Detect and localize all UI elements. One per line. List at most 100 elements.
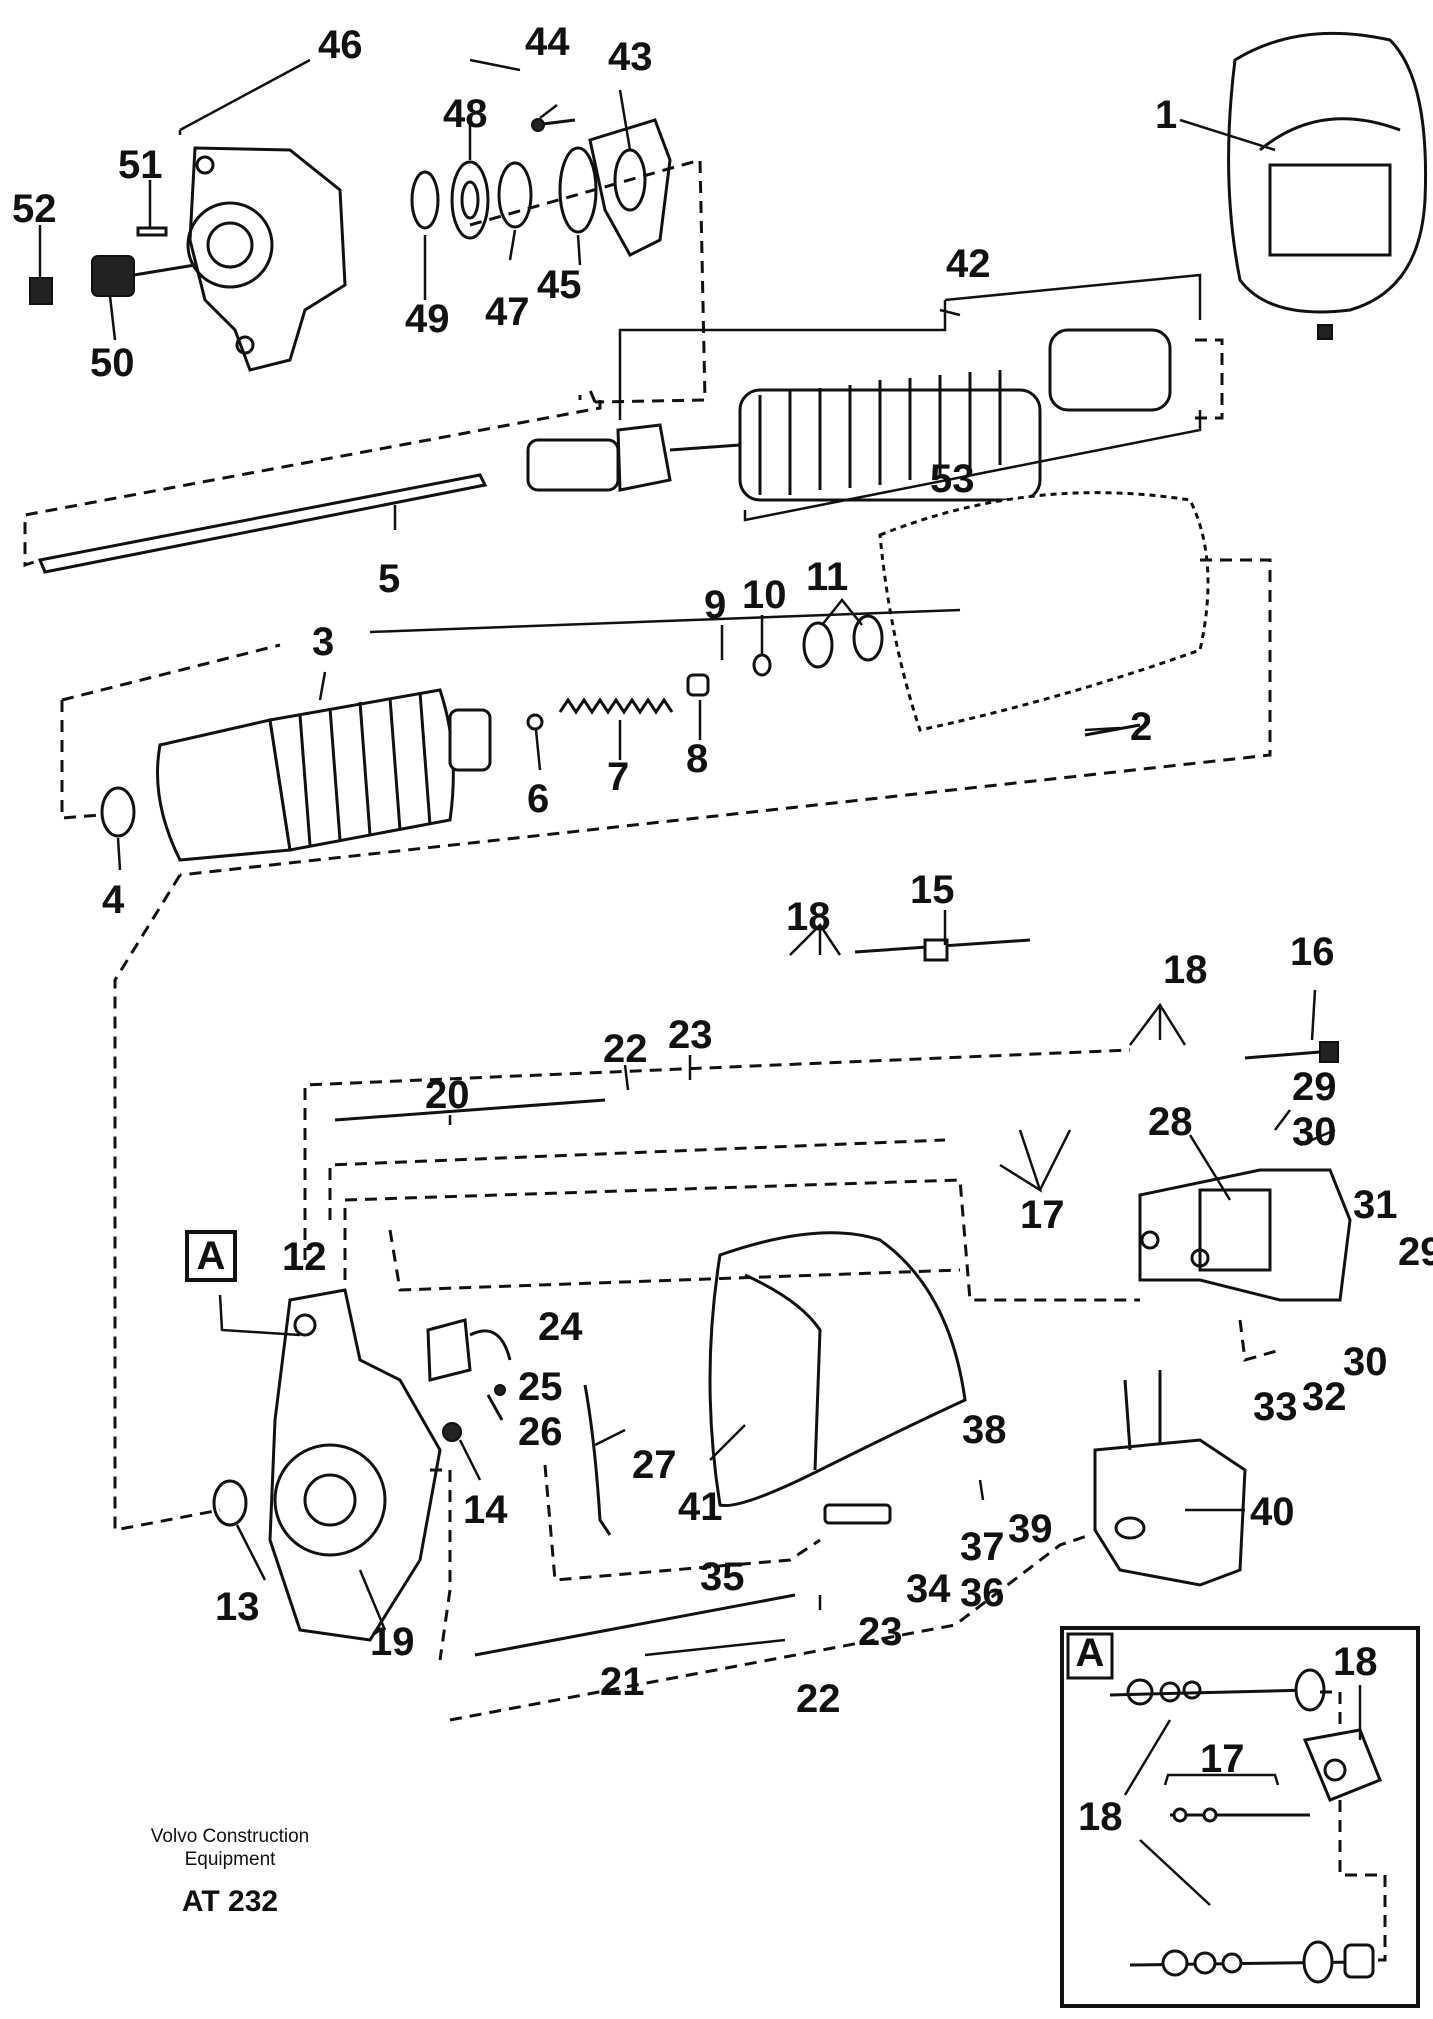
commutator-end-frame-12 [268,1288,442,1642]
drive-assembly-42 [526,328,1172,502]
callout-6: 6 [527,777,549,821]
callout-39: 39 [1008,1507,1053,1551]
screw-25-26 [486,1384,506,1421]
callout-32: 32 [1302,1375,1347,1419]
callout-47: 47 [485,290,530,334]
callout-37: 37 [960,1525,1005,1569]
callout-28: 28 [1148,1100,1193,1144]
callout-21: 21 [600,1660,645,1704]
ring-47 [497,161,533,229]
callout-40: 40 [1250,1490,1295,1534]
callout-45: 45 [537,263,582,307]
callout-5: 5 [378,557,400,601]
callout-25: 25 [518,1365,563,1409]
callout-49: 49 [405,297,450,341]
callout-8: 8 [686,737,708,781]
rod-20 [334,1098,606,1122]
callout-18-right: 18 [1163,948,1208,992]
callout-11: 11 [806,555,848,599]
bolt-16 [1244,1041,1339,1063]
callout-38: 38 [962,1408,1007,1452]
callout-50: 50 [90,341,135,385]
callout-41: 41 [678,1485,723,1529]
callout-46: 46 [318,23,363,67]
brush-holder-24 [426,1318,512,1382]
bushing-4 [100,786,136,838]
callout-3: 3 [312,620,334,664]
spring-7 [558,697,674,715]
callout-26: 26 [518,1410,563,1454]
callout-20: 20 [425,1073,470,1117]
key-51 [136,226,168,237]
screw-44 [531,118,576,132]
rod-21 [474,1593,796,1657]
callout-43: 43 [608,35,653,79]
callout-13: 13 [215,1585,260,1629]
terminal-15 [854,938,1031,962]
callout-33: 33 [1253,1385,1298,1429]
callout-23-top: 23 [668,1013,713,1057]
inset-detail-a: A [1060,1626,1420,2008]
callout-18-top: 18 [786,895,831,939]
bearing-48 [450,160,490,240]
callout-17: 17 [1020,1193,1065,1237]
callout-30-top: 30 [1292,1110,1337,1154]
yoke-2 [878,491,1210,737]
washers-11 [802,614,884,669]
leader-lines [38,58,1336,1657]
callout-30-bottom: 30 [1343,1340,1388,1384]
callout-29-top: 29 [1292,1065,1337,1109]
drawing-code: AT 232 [181,1885,279,1918]
pinion-50 [91,255,196,297]
field-frame-1 [1227,31,1428,340]
company-line-1: Volvo Construction [150,1826,310,1847]
callout-52: 52 [12,187,57,231]
callout-10: 10 [742,573,787,617]
cable-27 [583,1384,612,1536]
callout-36: 36 [960,1571,1005,1615]
callout-15: 15 [910,868,955,912]
callout-2: 2 [1130,705,1152,749]
callout-labels: 1 2 3 4 5 6 7 8 9 10 11 12 13 14 15 16 1… [12,20,1433,1839]
company-name: Volvo Construction Equipment [110,1825,350,1871]
armature-3 [156,688,492,862]
callout-31: 31 [1353,1183,1398,1227]
callout-1: 1 [1155,93,1177,137]
callout-14: 14 [463,1488,508,1532]
detail-a-marker: A [185,1230,237,1282]
shaft-5 [37,473,488,574]
callout-27: 27 [632,1443,677,1487]
ring-10 [752,653,772,677]
solenoid-28 [1138,1168,1352,1302]
callout-22-bottom: 22 [796,1677,841,1721]
callout-7: 7 [607,755,629,799]
spring-14 [442,1422,462,1442]
assembly-lines [23,158,1281,1722]
callout-12: 12 [282,1235,327,1279]
callout-23-bottom: 23 [858,1610,903,1654]
callout-24: 24 [538,1305,583,1349]
bushing-13 [212,1479,248,1527]
sleeve-34 [823,1503,892,1525]
callout-4: 4 [102,878,125,922]
callout-34: 34 [906,1567,951,1611]
relay-40 [1093,1370,1247,1587]
drive-end-bracket [186,146,347,372]
callout-19: 19 [370,1620,415,1664]
washer-6 [526,713,544,731]
nut-52 [29,277,53,305]
callout-18-inset-top: 18 [1333,1640,1378,1684]
inset-a-label: A [1076,1631,1105,1675]
cap-8 [686,673,710,697]
callout-51: 51 [118,143,163,187]
callout-18-inset-left: 18 [1078,1795,1123,1839]
callout-48: 48 [443,92,488,136]
bearing-plate-43 [588,118,672,257]
callout-16: 16 [1290,930,1335,974]
callout-9: 9 [704,583,726,627]
bearing-49 [410,170,440,230]
detail-a-label: A [197,1234,226,1278]
callout-42: 42 [946,242,991,286]
callout-53: 53 [930,457,975,501]
